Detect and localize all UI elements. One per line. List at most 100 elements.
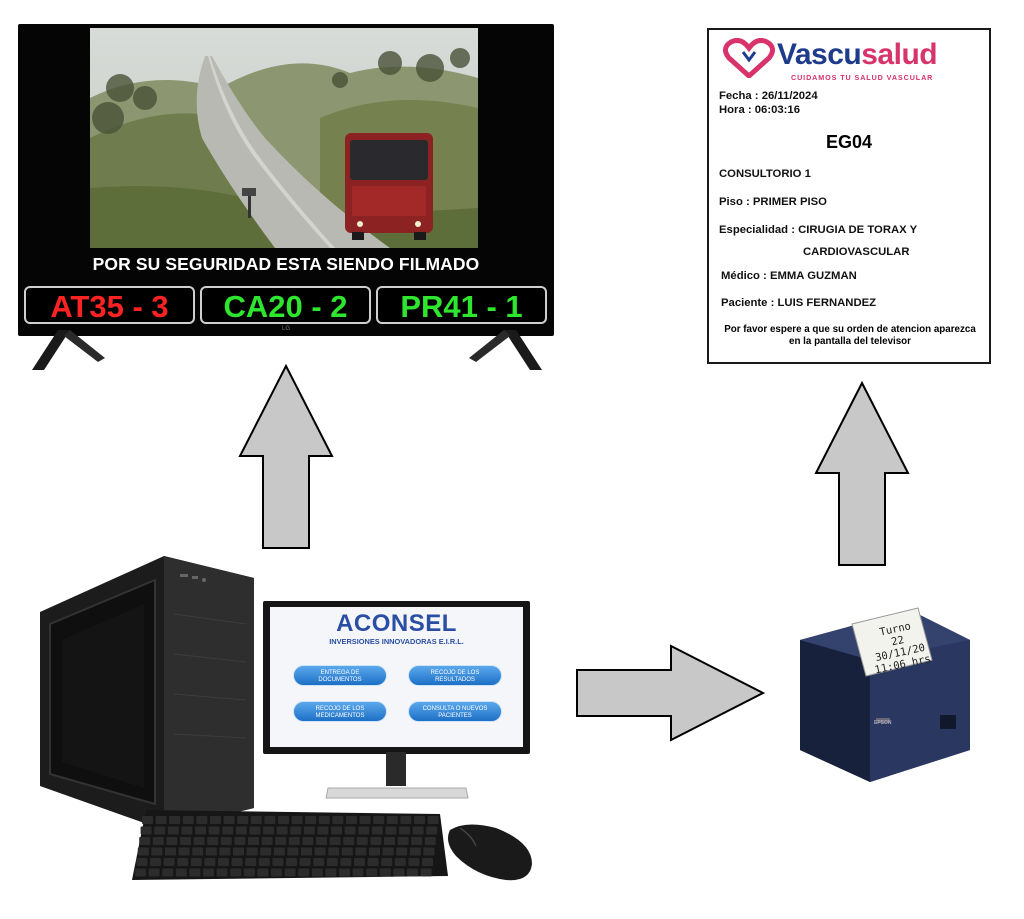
- keyboard-key: [192, 847, 204, 856]
- keyboard-key: [354, 858, 365, 866]
- keyboard-key: [276, 826, 288, 835]
- keyboard-key: [325, 868, 337, 877]
- printer-brand-logo: EPSON: [874, 720, 892, 726]
- keyboard-key: [288, 837, 300, 845]
- keyboard-key: [396, 847, 408, 856]
- keyboard-key: [408, 858, 420, 866]
- keyboard-key: [341, 847, 353, 856]
- keyboard-key: [303, 826, 315, 835]
- keyboard-key: [208, 826, 220, 835]
- keyboard-key: [400, 816, 412, 824]
- brand-name: Vascusalud: [777, 38, 938, 72]
- ticket-note-line-2: en la pantalla del televisor: [789, 336, 911, 347]
- keyboard-key: [167, 826, 179, 835]
- keyboard-key: [346, 816, 357, 824]
- keyboard-key: [426, 826, 438, 835]
- keyboard-key: [152, 837, 164, 845]
- keyboard-key: [305, 816, 317, 824]
- keyboard-key: [366, 868, 378, 877]
- keyboard-key: [261, 837, 273, 845]
- keyboard-key: [235, 826, 247, 835]
- keyboard-key: [234, 837, 246, 845]
- keyboard-key: [263, 826, 274, 835]
- keyboard-key: [233, 847, 244, 856]
- keyboard-key: [284, 868, 296, 877]
- keyboard-key: [355, 847, 367, 856]
- keyboard-key: [318, 816, 330, 824]
- keyboard-key: [196, 816, 208, 824]
- keyboard-key: [216, 868, 228, 877]
- keyboard-key: [367, 858, 379, 866]
- keyboard-key: [223, 816, 235, 824]
- keyboard-key: [248, 837, 259, 845]
- keyboard-key: [189, 868, 201, 877]
- keyboard-key: [313, 858, 325, 866]
- keyboard-key: [264, 816, 276, 824]
- keyboard-key: [424, 837, 436, 845]
- keyboard-key: [301, 847, 312, 856]
- tv-leg-left: [32, 330, 105, 370]
- keyboard-key: [373, 816, 385, 824]
- keyboard-key: [231, 858, 243, 866]
- vascusalud-logo: Vascusalud CUIDAMOS TU SALUD VASCULAR: [723, 36, 983, 86]
- keyboard-key: [381, 858, 393, 866]
- kiosk-button-pacientes-line-1: CONSULTA O NUEVOS: [422, 706, 488, 712]
- keyboard-key: [272, 858, 284, 866]
- keyboard-key: [422, 858, 433, 866]
- queue-slot-1: AT35 - 3: [24, 286, 195, 324]
- tv-leg-right: [469, 330, 542, 370]
- keyboard-key: [409, 847, 421, 856]
- keyboard-key: [339, 868, 350, 877]
- ticket-specialty: Especialidad : CIRUGIA DE TORAX Y: [719, 224, 918, 236]
- keyboard-key: [177, 858, 189, 866]
- tv-caption: POR SU SEGURIDAD ESTA SIENDO FILMADO: [92, 254, 480, 274]
- keyboard-key: [397, 837, 409, 845]
- brand-name-prefix: Vascu: [777, 38, 862, 71]
- ticket-note-line-1: Por favor espere a que su orden de atenc…: [724, 324, 976, 335]
- keyboard-key: [237, 816, 249, 824]
- keyboard-key: [423, 847, 435, 856]
- keyboard-key: [181, 826, 193, 835]
- keyboard-key: [249, 826, 261, 835]
- keyboard-key: [137, 847, 149, 856]
- keyboard-key: [154, 826, 166, 835]
- ticket-doctor: Médico : EMMA GUZMAN: [721, 270, 857, 282]
- keyboard-key: [139, 837, 151, 845]
- keyboard-key: [291, 816, 303, 824]
- keyboard-key: [271, 868, 282, 877]
- thermal-printer: [800, 607, 970, 782]
- keyboard-key: [182, 816, 194, 824]
- pc-tower: [40, 556, 254, 830]
- kiosk-screen: ACONSEL INVERSIONES INNOVADORAS E.I.R.L.…: [270, 607, 523, 747]
- ticket-patient: Paciente : LUIS FERNANDEZ: [721, 297, 877, 309]
- keyboard-key: [332, 816, 344, 824]
- keyboard-key: [356, 837, 368, 845]
- keyboard-key: [204, 858, 216, 866]
- ticket-specialty-cont: CARDIOVASCULAR: [803, 246, 910, 258]
- keyboard-key: [359, 816, 371, 824]
- keyboard-key: [243, 868, 255, 877]
- keyboard-key: [371, 826, 383, 835]
- keyboard-key: [175, 868, 187, 877]
- arrow-up-left: [238, 364, 334, 549]
- keyboard-key: [246, 847, 258, 856]
- keyboard-key: [155, 816, 167, 824]
- ticket-code: EG04: [825, 132, 873, 152]
- keyboard-key: [317, 826, 329, 835]
- keyboard-key: [230, 868, 242, 877]
- keyboard-key: [290, 826, 302, 835]
- tv-brand-logo: LG: [281, 326, 290, 332]
- queue-slot-3: PR41 - 1: [376, 286, 547, 324]
- keyboard-key: [163, 858, 175, 866]
- keyboard-key: [352, 868, 364, 877]
- keyboard-key: [407, 868, 418, 877]
- keyboard-key: [331, 826, 342, 835]
- keyboard-key: [205, 847, 217, 856]
- keyboard-key: [414, 816, 425, 824]
- keyboard-key: [190, 858, 202, 866]
- keyboard-key: [329, 837, 341, 845]
